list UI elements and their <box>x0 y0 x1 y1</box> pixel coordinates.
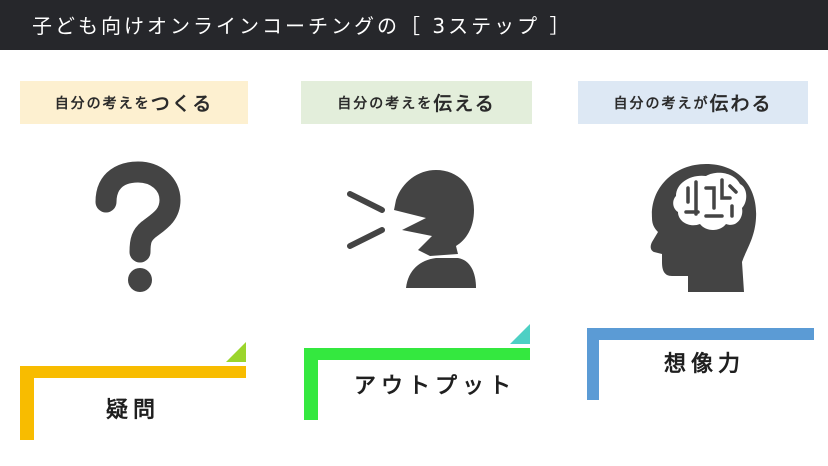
step-2-label-verb: 伝える <box>433 93 496 115</box>
brain-head-icon <box>650 164 757 292</box>
step-2-term: アウトプット <box>354 374 517 399</box>
step-3-bracket <box>587 328 814 400</box>
page-title: 子ども向けオンラインコーチングの［ 3ステップ ］ <box>32 14 573 38</box>
step-1-label-verb: つくる <box>150 93 214 115</box>
step-2-label-prefix: 自分の考えを <box>337 95 434 112</box>
step-3-label: 自分の考えが伝わる <box>578 81 808 124</box>
question-mark-icon <box>95 161 181 292</box>
step-1-bracket <box>20 342 246 440</box>
step-2-bracket <box>304 324 530 420</box>
step-2-label: 自分の考えを伝える <box>301 81 532 124</box>
step-3-term: 想像力 <box>664 352 746 377</box>
step-3-label-verb: 伝わる <box>709 93 773 115</box>
speaking-head-icon <box>347 170 476 288</box>
step-1-label-prefix: 自分の考えを <box>54 95 151 112</box>
step-1-term: 疑問 <box>106 398 161 423</box>
title-bar: 子ども向けオンラインコーチングの［ 3ステップ ］ <box>0 0 828 50</box>
step-1-label: 自分の考えをつくる <box>20 81 248 124</box>
step-3-label-prefix: 自分の考えが <box>613 95 710 112</box>
